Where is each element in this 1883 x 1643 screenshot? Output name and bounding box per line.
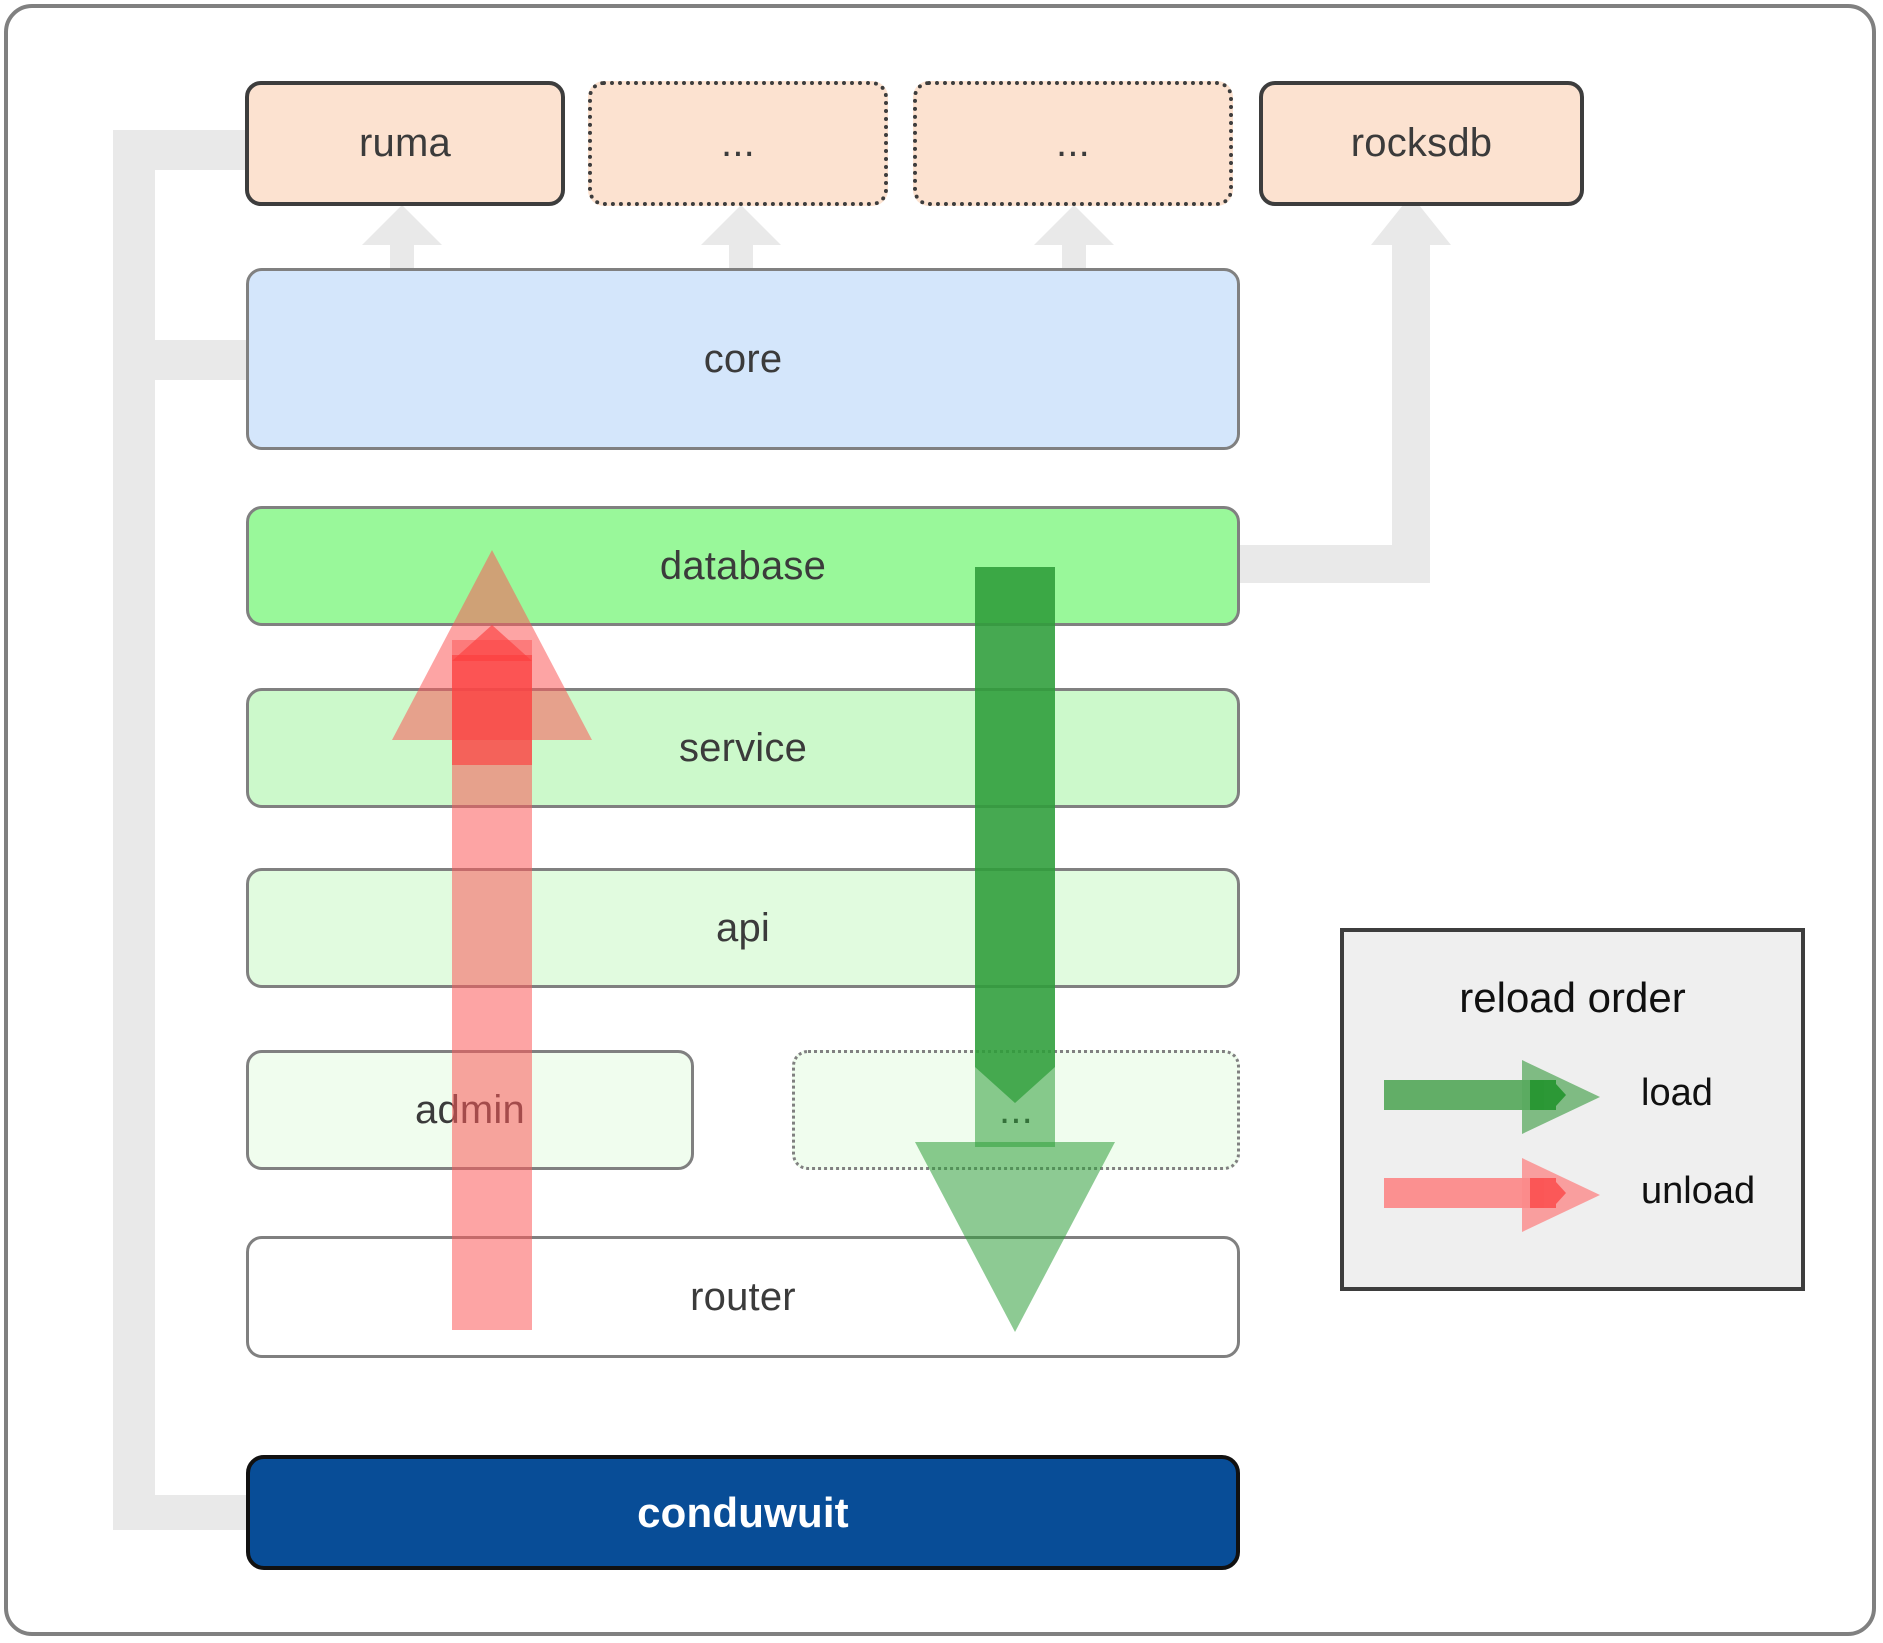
connector-right-rail xyxy=(1392,232,1430,582)
layer-label: api xyxy=(716,905,770,950)
layer-label: core xyxy=(703,336,783,381)
legend-title: reload order xyxy=(1459,974,1686,1021)
layer-box-api[interactable]: api xyxy=(246,868,1240,988)
load-arrow-inner-shaft xyxy=(975,567,1055,1067)
package-label: ... xyxy=(721,121,755,165)
package-box-ruma[interactable]: ruma xyxy=(245,81,565,206)
package-label: ruma xyxy=(359,121,451,165)
legend-load-inner xyxy=(1530,1080,1556,1110)
connector-bottom-stub xyxy=(113,1495,248,1530)
layer-label: database xyxy=(659,543,827,588)
root-box-conduwuit[interactable]: conduwuit xyxy=(246,1455,1240,1570)
root-label: conduwuit xyxy=(637,1488,849,1536)
legend-unload-inner-tip xyxy=(1556,1182,1566,1204)
package-label: ... xyxy=(1056,121,1090,165)
connector-top-stub xyxy=(113,130,253,170)
diagram-frame xyxy=(4,4,1876,1636)
legend-unload-shaft xyxy=(1384,1178,1544,1208)
core-to-ruma-arrow xyxy=(362,205,442,245)
core-to-pkg2-arrow xyxy=(701,205,781,245)
load-arrow-inner-head xyxy=(975,1067,1055,1103)
package-box-rocksdb[interactable]: rocksdb xyxy=(1259,81,1584,206)
legend-load-label: load xyxy=(1641,1072,1713,1114)
layer-box-core[interactable]: core xyxy=(246,268,1240,450)
core-to-pkg3-arrow xyxy=(1034,205,1114,245)
package-box-3[interactable]: ... xyxy=(913,81,1233,206)
connector-mid-stub xyxy=(113,340,253,380)
unload-arrow-inner-shaft xyxy=(452,655,532,765)
load-arrow-head xyxy=(915,1142,1115,1332)
legend-panel: reload order load unload xyxy=(1340,928,1805,1291)
legend-load-shaft xyxy=(1384,1080,1544,1110)
layer-label: service xyxy=(678,725,808,770)
legend-unload-label: unload xyxy=(1641,1170,1756,1212)
package-box-2[interactable]: ... xyxy=(588,81,888,206)
package-label: rocksdb xyxy=(1350,121,1493,165)
legend-load-inner-tip xyxy=(1556,1084,1566,1106)
layer-label: router xyxy=(690,1274,796,1319)
legend-unload-inner xyxy=(1530,1178,1556,1208)
